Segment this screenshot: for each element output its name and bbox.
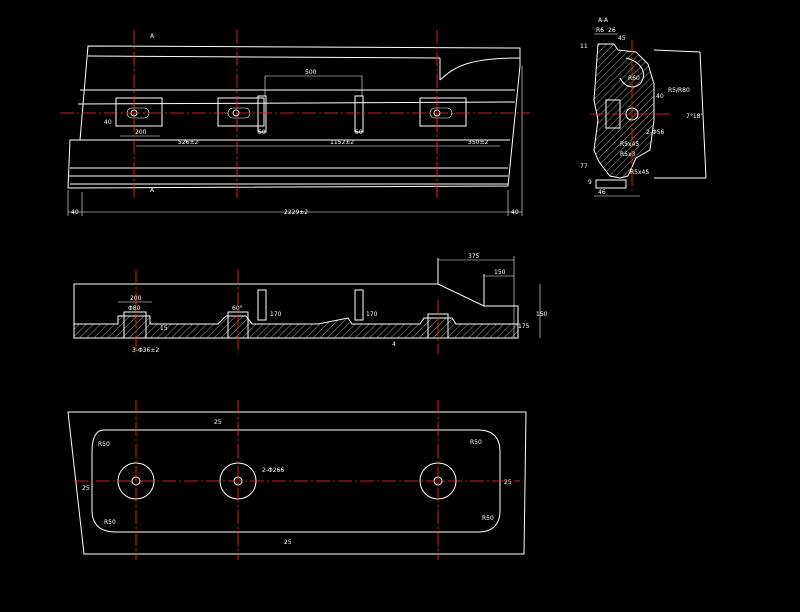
dim-60: 60° (232, 305, 243, 312)
front-rib-left (257, 289, 267, 321)
front-view-base-hatch (73, 315, 519, 339)
dim-plan-left: 25 (82, 485, 90, 492)
section-mark-bottom: A (150, 187, 155, 194)
dim-r45: R5x45 (620, 141, 639, 148)
dim-mid-span: 1152±2 (330, 139, 354, 146)
dim-slot-spacing: 500 (305, 69, 317, 76)
slot-mid (217, 97, 265, 127)
dim-40: 40 (656, 93, 664, 100)
plan-view-outline (67, 411, 527, 555)
slot-right (419, 97, 467, 127)
dim-angle: 7°18' (686, 113, 702, 120)
dim-r50-bl: R50 (104, 519, 116, 526)
dim-right-edge: 40 (511, 209, 519, 216)
dim-slot-height: 40 (104, 119, 112, 126)
dim-r50-tr: R50 (470, 439, 482, 446)
dim-top-c: 45 (618, 35, 626, 42)
dim-175: 175 (518, 323, 530, 330)
rib-left (257, 95, 267, 133)
dim-left-small: Φ80 (128, 305, 141, 312)
dim-150v: 150 (536, 311, 548, 318)
dim-top-mid: 25 (214, 419, 222, 426)
dim-170a: 170 (270, 311, 282, 318)
slot-left (115, 97, 163, 127)
rib-right (354, 95, 364, 133)
dim-r180: R5/R80 (668, 87, 690, 94)
dim-total: 2229±2 (284, 209, 308, 216)
dim-top-a: R6 (596, 27, 604, 34)
top-view-inner-line (87, 55, 441, 59)
top-view-curve (439, 57, 521, 81)
dim-left-edge: 40 (71, 209, 79, 216)
dim-bottom-mid: 25 (284, 539, 292, 546)
dim-top: 11 (580, 43, 588, 50)
front-view: 375 150 150 175 200 Φ80 15 3-Φ36±2 60° 1… (73, 253, 548, 354)
top-view: 500 200 50 50 40 526±2 1152±2 350±2 2229… (60, 30, 530, 216)
plan-view-inner-outline (91, 429, 501, 533)
dim-right-span: 350±2 (468, 139, 488, 146)
dim-r60: R60 (628, 75, 640, 82)
dim-top-b: 26 (608, 27, 616, 34)
dim-mid: 4 (392, 341, 396, 348)
dim-r50-tl: R50 (98, 441, 110, 448)
section-title: A-A (598, 17, 609, 24)
dim-r3: R5x3 (620, 151, 636, 158)
dim-counter: 3-Φ36±2 (132, 347, 159, 354)
dim-bottom-b: R5x45 (630, 169, 649, 176)
dim-170b: 170 (366, 311, 378, 318)
front-rib-right (354, 289, 364, 321)
dim-holes: 2-Φ56 (646, 129, 665, 136)
dim-left-span: 526±2 (178, 139, 198, 146)
dim-slot-h: 15 (160, 325, 168, 332)
plan-view: R50 R50 R50 R50 2-Φ266 25 25 25 25 (67, 400, 527, 560)
dim-r50-br: R50 (482, 515, 494, 522)
dim-bottom-c: 46 (598, 189, 606, 196)
dim-plan-right: 25 (504, 479, 512, 486)
dim-slot-width-right: 50 (355, 129, 363, 136)
dim-bottom-a: 77 (580, 163, 588, 170)
dim-375: 375 (468, 253, 480, 260)
section-mark-top: A (150, 33, 155, 40)
dim-150: 150 (494, 269, 506, 276)
dim-plan-holes: 2-Φ266 (262, 467, 284, 474)
top-view-outline (67, 45, 521, 189)
dim-bottom-d: 9 (588, 179, 592, 186)
section-view: A-A 11 R6 26 45 R60 R5/R80 40 7°18' 2-Φ5… (580, 17, 707, 197)
dim-slot-width-left: 200 (135, 129, 147, 136)
dim-slot-width-mid: 50 (258, 129, 266, 136)
